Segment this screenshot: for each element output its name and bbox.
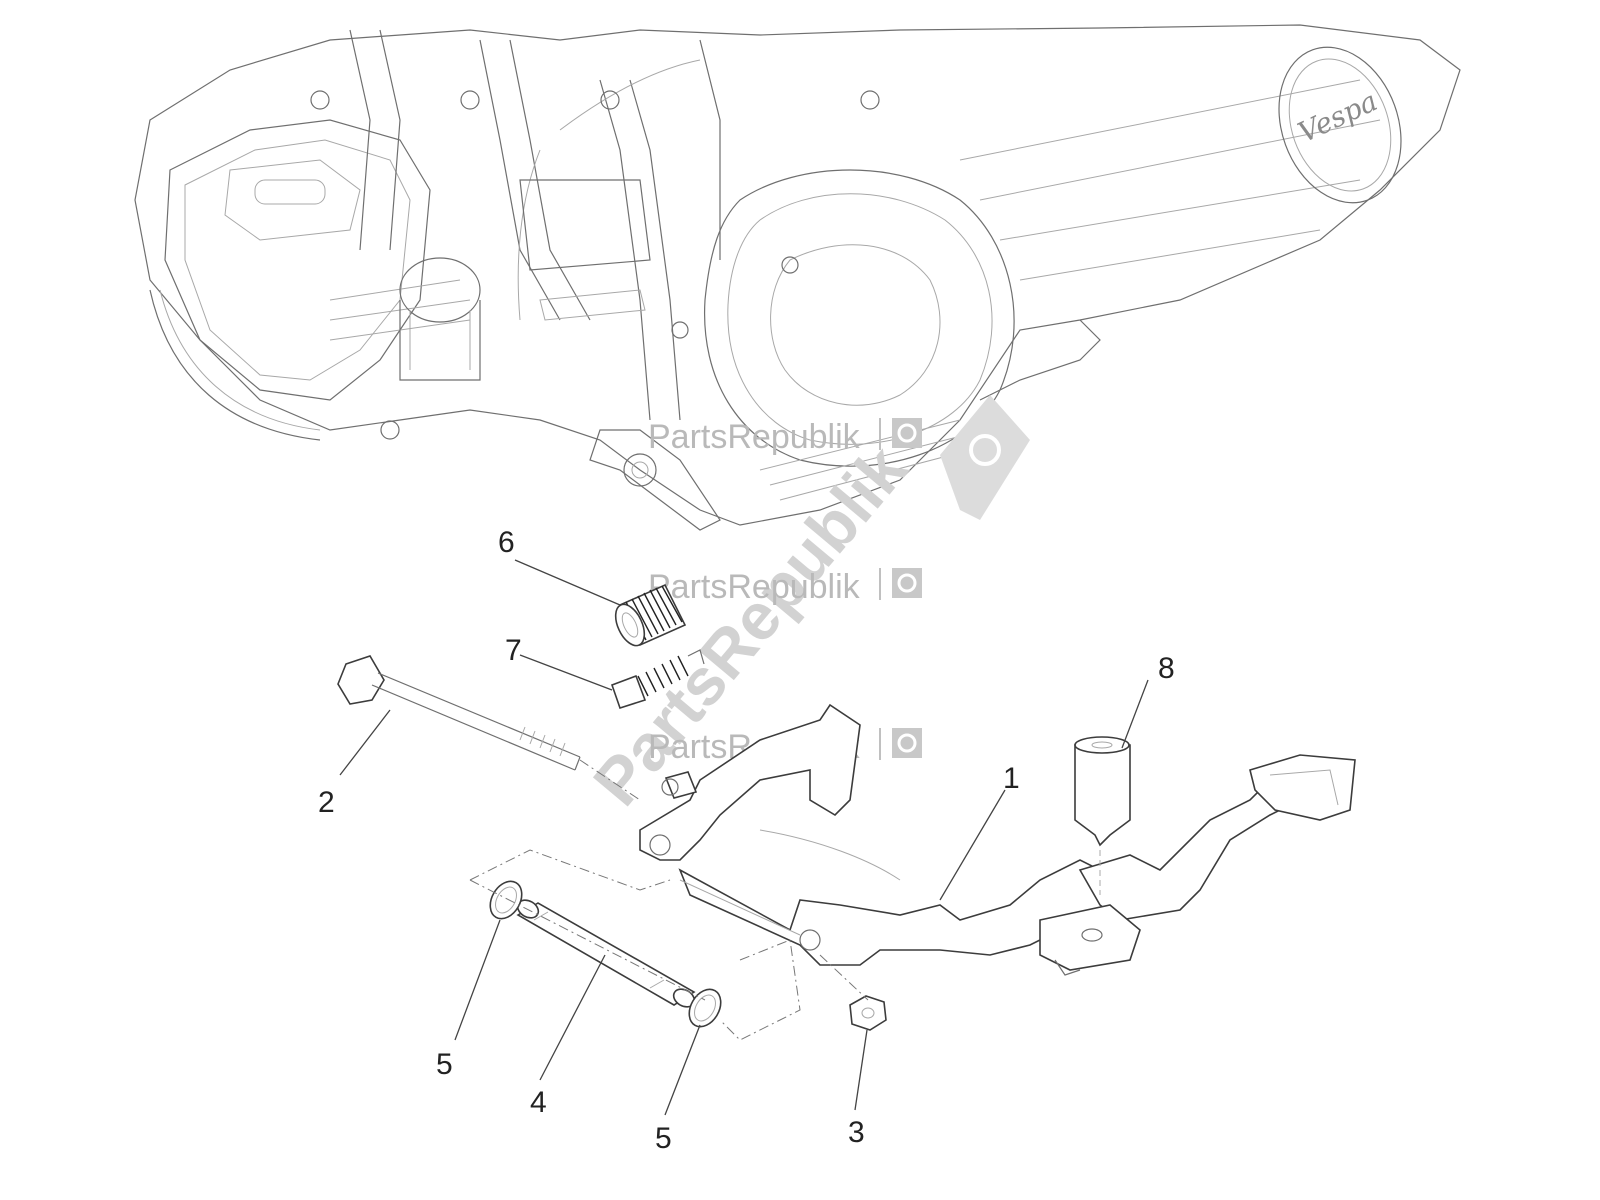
callout-7: 7 [505,634,522,667]
gear-icon [897,423,917,443]
watermark-row-2: PartsRepublik [648,568,922,606]
assembly-guides [469,759,869,1041]
watermark-text: PartsRepublik [648,418,861,456]
part-bolt-long [337,655,581,771]
watermark-row-1: PartsRepublik [648,418,922,456]
brand-script: Vespa [1293,84,1382,149]
callout-1: 1 [1003,762,1020,795]
callout-8: 8 [1158,652,1175,685]
gear-icon [897,573,917,593]
watermark-text: PartsRepublik [648,568,861,606]
part-spring-large [614,583,687,647]
gear-icon [897,733,917,753]
callout-5-right: 5 [655,1122,672,1155]
callout-2: 2 [318,786,335,819]
callout-4: 4 [530,1086,547,1119]
callouts: 6 7 2 1 8 5 4 5 3 [318,526,1175,1155]
part-nut [849,995,887,1031]
part-pin [516,899,696,1008]
callout-6: 6 [498,526,515,559]
part-ring-left [489,880,523,920]
callout-3: 3 [848,1116,865,1149]
leader-lines [339,559,1149,1116]
part-ring-right [688,988,722,1028]
part-spring-small [610,649,705,709]
watermark-badge [940,395,1030,520]
callout-5-left: 5 [436,1048,453,1081]
part-rubber-buffer [1074,736,1131,895]
part-centre-stand [639,703,1356,976]
